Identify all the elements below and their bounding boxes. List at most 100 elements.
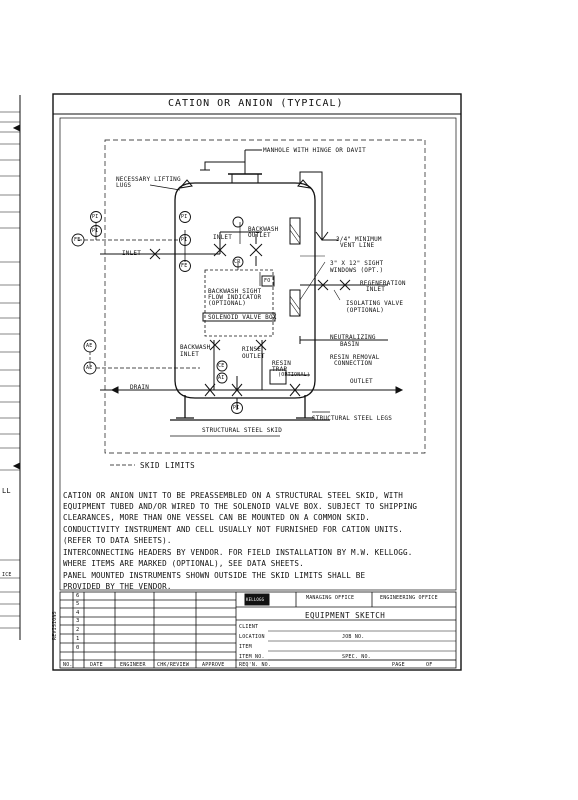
- vent-line: [299, 171, 338, 241]
- label-lifting-lugs-2: LUGS: [116, 182, 132, 189]
- instrument-bubbles: [71, 211, 244, 414]
- sheet-border: [52, 93, 462, 671]
- spec-no-label: SPEC. NO.: [342, 654, 371, 660]
- label-backwash-outlet-2: OUTLET: [248, 232, 271, 239]
- manhole: [200, 149, 262, 184]
- bottom-piping: [100, 339, 404, 410]
- label-structural-skid: STRUCTURAL STEEL SKID: [202, 427, 283, 434]
- label-backwash-inlet-2: INLET: [180, 351, 200, 358]
- note-line-7: WHERE ITEMS ARE MARKED (OPTIONAL), SEE D…: [63, 559, 304, 568]
- location-label: LOCATION: [239, 634, 265, 640]
- page-label: PAGE: [392, 662, 405, 668]
- rev-6: 6: [76, 593, 80, 599]
- label-resin-removal: RESIN REMOVAL: [330, 354, 380, 361]
- solenoid-valve-box: [202, 312, 276, 322]
- label-drain: DRAIN: [130, 384, 150, 391]
- label-solenoid-valve-box: SOLENOID VALVE BOX: [208, 314, 277, 321]
- label-vent-line-2: VENT LINE: [340, 242, 375, 249]
- note-line-6: INTERCONNECTING HEADERS BY VENDOR. FOR F…: [63, 548, 413, 557]
- note-line-8: PANEL MOUNTED INSTRUMENTS SHOWN OUTSIDE …: [63, 571, 366, 580]
- tag-pi-mid: PI: [92, 228, 99, 234]
- label-resin-trap-2: TRAP: [272, 366, 288, 373]
- kellogg-logo: [244, 593, 270, 606]
- sight-window-lower: [289, 289, 301, 317]
- label-isolating-valve-2: (OPTIONAL): [346, 307, 385, 314]
- label-resin-trap-3: (OPTIONAL): [278, 372, 311, 378]
- drawing-frame: [59, 117, 457, 591]
- sight-window-upper: [289, 217, 301, 245]
- structural-legs: [176, 395, 330, 419]
- label-backwash-inlet: BACKWASH: [180, 344, 211, 351]
- of-label: OF: [426, 662, 433, 668]
- tag-cond: CE: [218, 363, 225, 369]
- label-flow-indicator-3: (OPTIONAL): [208, 300, 247, 307]
- rev-0: 0: [76, 645, 80, 651]
- label-resin-removal-2: CONNECTION: [334, 360, 373, 367]
- label-neutralizing-basin: NEUTRALIZING: [330, 334, 376, 341]
- tag-ae-lower: AE: [86, 365, 93, 371]
- label-vent-line: 3/4" MINIMUM: [336, 236, 382, 243]
- note-line-1: CATION OR ANION UNIT TO BE PREASSEMBLED …: [63, 491, 403, 500]
- label-inlet-line: INLET: [122, 250, 142, 257]
- label-structural-legs: STRUCTURAL STEEL LEGS: [312, 415, 393, 422]
- note-line-9: PROVIDED BY THE VENDOR.: [63, 582, 172, 591]
- col-approve: APPROVE: [202, 662, 225, 668]
- resin-trap: [269, 369, 287, 385]
- note-line-5: (REFER TO DATA SHEETS).: [63, 536, 172, 545]
- label-backwash-outlet: BACKWASH: [248, 226, 279, 233]
- tag-pi-left: PI: [181, 214, 188, 220]
- label-sight-windows: 3" X 12" SIGHT: [330, 260, 384, 267]
- sheet-name: EQUIPMENT SKETCH: [305, 611, 386, 620]
- label-regeneration-inlet-2: INLET: [366, 286, 386, 293]
- ion-exchange-vessel: [174, 182, 316, 399]
- col-chk-review: CHK/REVIEW: [157, 662, 190, 668]
- title-block-grid: [59, 591, 457, 669]
- left-adjacent-sheet: [0, 95, 21, 640]
- label-flow-indicator: BACKWASH SIGHT: [208, 288, 262, 295]
- tag-fe-right: FE: [181, 263, 188, 269]
- tag-fe-left: FE: [74, 237, 81, 243]
- label-skid-limits: SKID LIMITS: [140, 461, 196, 470]
- sheet-title: CATION OR ANION (TYPICAL): [168, 98, 344, 109]
- tag-ae: AE: [86, 343, 93, 349]
- left-fragment-ll: LL: [2, 487, 11, 495]
- label-regeneration-inlet: REGENERATION: [360, 280, 406, 287]
- label-inlet-valve: INLET: [213, 234, 233, 241]
- fo-box: [261, 275, 275, 287]
- label-flow-indicator-2: FLOW INDICATOR: [208, 294, 262, 301]
- client-label: CLIENT: [239, 624, 259, 630]
- note-line-4: CONDUCTIVITY INSTRUMENT AND CELL USUALLY…: [63, 525, 403, 534]
- req-no-label: REQ'N. NO.: [239, 662, 272, 668]
- job-no-label: JOB NO.: [342, 634, 365, 640]
- item-label: ITEM: [239, 644, 252, 650]
- label-lifting-lugs: NECESSARY LIFTING: [116, 176, 181, 183]
- col-no: NO.: [63, 662, 73, 668]
- col-engineer: ENGINEER: [120, 662, 146, 668]
- item-no-label: ITEM NO.: [239, 654, 265, 660]
- note-line-2: EQUIPMENT TUBED AND/OR WIRED TO THE SOLE…: [63, 502, 418, 511]
- col-date: DATE: [90, 662, 103, 668]
- rev-5: 5: [76, 601, 80, 607]
- tag-pi-right: PI: [181, 237, 188, 243]
- label-rinse-outlet-2: OUTLET: [242, 353, 265, 360]
- rev-3: 3: [76, 618, 80, 624]
- rev-2: 2: [76, 627, 80, 633]
- engineering-office: ENGINEERING OFFICE: [380, 595, 438, 601]
- skid-limits-boundary: [104, 139, 426, 454]
- tag-ai: AI: [218, 375, 225, 381]
- rev-1: 1: [76, 636, 80, 642]
- tag-fo: FO: [264, 278, 271, 284]
- label-resin-trap: RESIN: [272, 360, 292, 367]
- tag-pi-bottom: PI: [233, 405, 240, 411]
- kellogg-logo-text: KELLOGG: [246, 597, 265, 602]
- regeneration-inlet: [300, 279, 388, 301]
- label-manhole: MANHOLE WITH HINGE OR DAVIT: [263, 147, 366, 154]
- revisions-label: REVISIONS: [52, 611, 58, 640]
- label-rinse-outlet: RINSE: [242, 346, 262, 353]
- label-neutralizing-basin-2: BASIN: [340, 341, 360, 348]
- label-outlet: OUTLET: [350, 378, 373, 385]
- label-isolating-valve: ISOLATING VALVE: [346, 300, 404, 307]
- left-fragment-ice: ICE: [2, 572, 12, 578]
- tag-cr: CR: [234, 259, 241, 265]
